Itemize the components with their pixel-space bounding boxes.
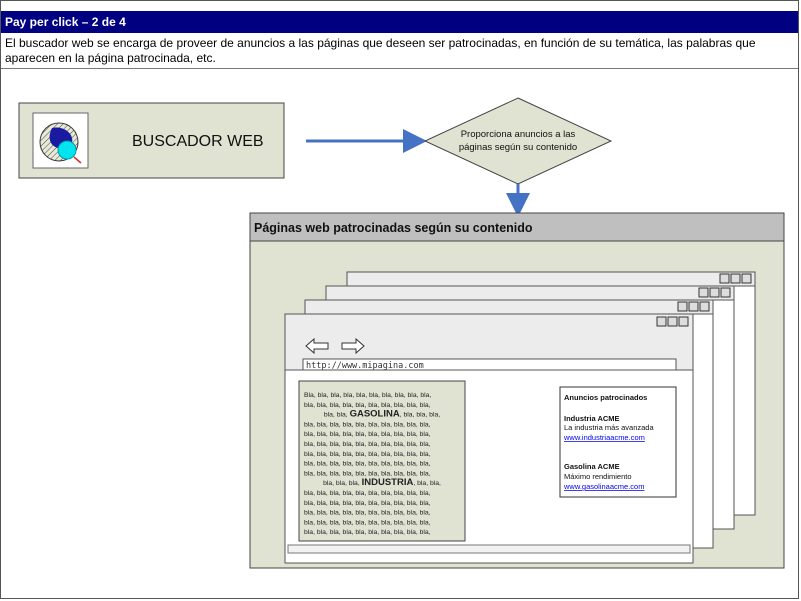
ad2-link[interactable]: www.gasolinaacme.com bbox=[563, 482, 644, 491]
search-engine-label: BUSCADOR WEB bbox=[132, 133, 264, 150]
address-url: http://www.mipagina.com bbox=[306, 361, 424, 371]
keyword-gasolina: GASOLINA bbox=[350, 409, 400, 420]
ad2-name: Gasolina ACME bbox=[564, 462, 620, 471]
content-line: bla, bla, bla, bla, bla, bla, bla, bla, … bbox=[304, 470, 431, 477]
content-line: bla, bla, bla, bla, bla, bla, bla, bla, … bbox=[304, 402, 431, 409]
content-line: bla, bla, bla, bla, bla, bla, bla, bla, … bbox=[304, 431, 431, 438]
content-text: Bla, bla, bla, bla, bla, bla, bla, bla, … bbox=[304, 392, 441, 536]
content-line: bla, bla, bla, bla, bla, bla, bla, bla, … bbox=[304, 421, 431, 428]
status-bar bbox=[287, 544, 691, 554]
back-arrow-icon bbox=[305, 337, 329, 355]
content-line: bla, bla, bla, bla, bla, bla, bla, bla, … bbox=[304, 519, 431, 526]
content-line: bla, bla, bla, bla, bla, bla, bla, bla, … bbox=[304, 529, 431, 536]
content-line: bla, bla, bla, bla, bla, bla, bla, bla, … bbox=[304, 510, 431, 517]
decision-text-line2: páginas según su contenido bbox=[459, 142, 577, 153]
content-line: bla, bla, GASOLINA, bla, bla, bla, bbox=[324, 409, 440, 420]
content-line: bla, bla, bla, bla, bla, bla, bla, bla, … bbox=[304, 441, 431, 448]
search-engine-box: BUSCADOR WEB bbox=[18, 102, 285, 179]
sponsored-pages-title: Páginas web patrocinadas según su conten… bbox=[254, 221, 533, 235]
content-line: bla, bla, bla, INDUSTRIA, bla, bla, bbox=[323, 477, 441, 488]
decision-diamond: Proporciona anuncios a las páginas según… bbox=[423, 97, 613, 185]
window-control-buttons bbox=[656, 316, 689, 327]
keyword-industria: INDUSTRIA bbox=[362, 477, 414, 488]
page-content-block: Bla, bla, bla, bla, bla, bla, bla, bla, … bbox=[298, 380, 466, 542]
ad2-text: Máximo rendimiento bbox=[564, 472, 632, 481]
content-line: Bla, bla, bla, bla, bla, bla, bla, bla, … bbox=[304, 392, 431, 399]
page-title: Pay per click – 2 de 4 bbox=[1, 11, 798, 33]
globe-magnifier-icon bbox=[32, 112, 89, 169]
content-line: bla, bla, bla, bla, bla, bla, bla, bla, … bbox=[304, 500, 431, 507]
ad1-link[interactable]: www.industriaacme.com bbox=[563, 433, 645, 442]
ad1-name: Industria ACME bbox=[564, 414, 620, 423]
content-line: bla, bla, bla, bla, bla, bla, bla, bla, … bbox=[304, 461, 431, 468]
content-line: bla, bla, bla, bla, bla, bla, bla, bla, … bbox=[304, 451, 431, 458]
sponsored-ads-box: Anuncios patrocinados Industria ACME La … bbox=[559, 386, 677, 498]
content-line: bla, bla, bla, bla, bla, bla, bla, bla, … bbox=[304, 490, 431, 497]
forward-arrow-icon bbox=[341, 337, 365, 355]
description-text: El buscador web se encarga de proveer de… bbox=[1, 36, 798, 69]
ad1-text: La industria más avanzada bbox=[564, 423, 654, 432]
address-bar bbox=[302, 358, 677, 371]
decision-text-line1: Proporciona anuncios a las bbox=[461, 129, 576, 140]
ads-title: Anuncios patrocinados bbox=[564, 393, 647, 402]
